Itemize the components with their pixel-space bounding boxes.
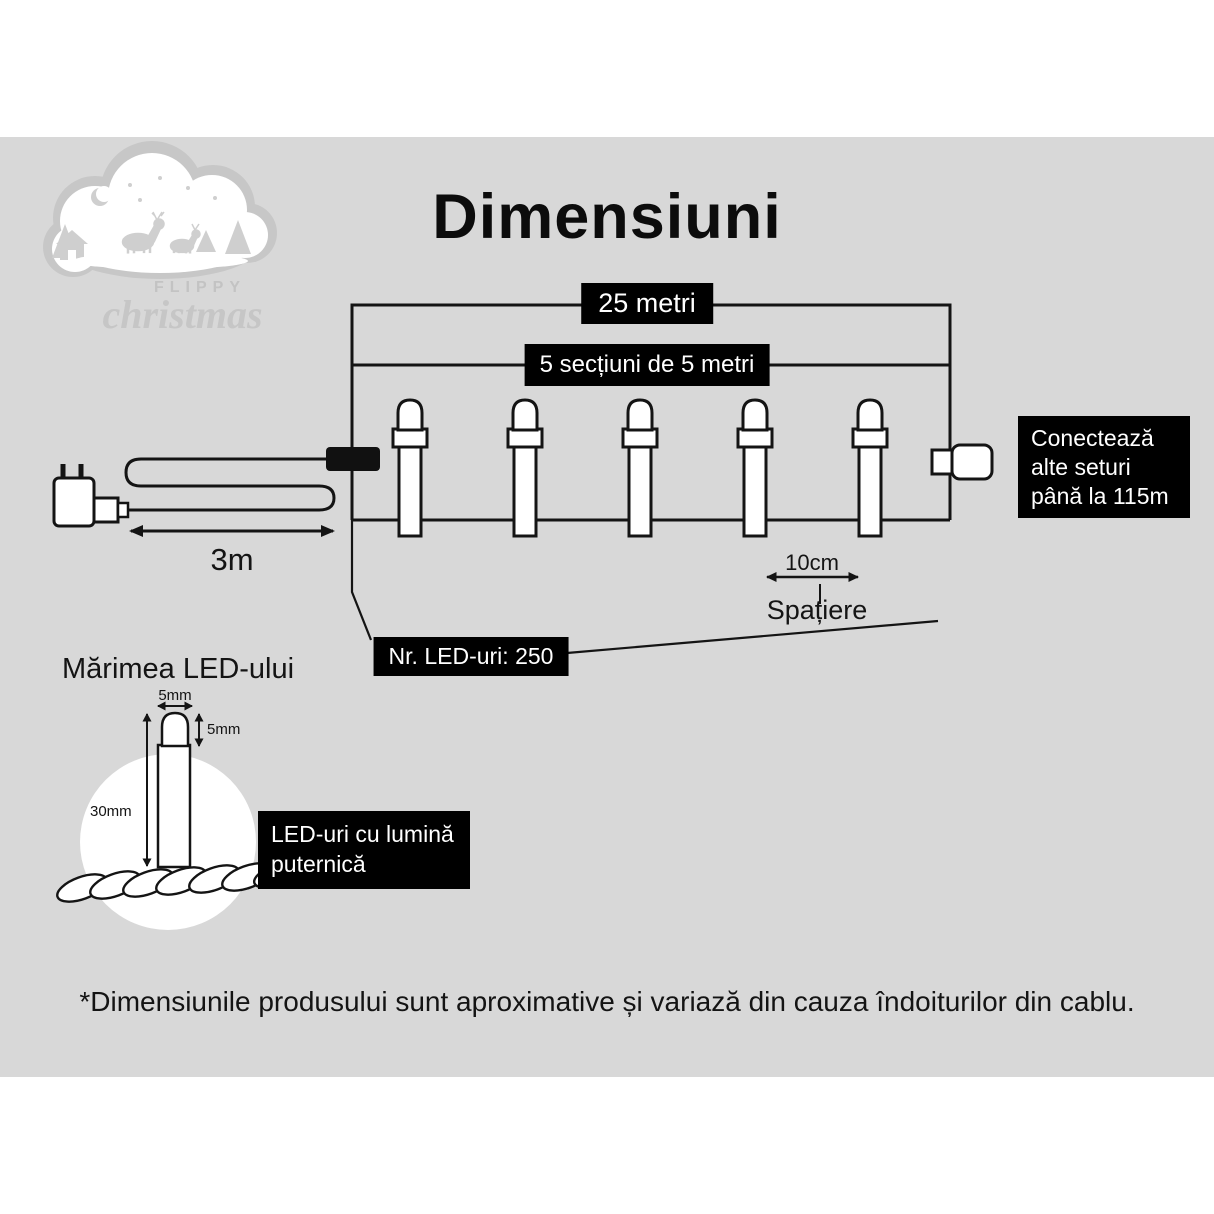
lead-length-label: 3m xyxy=(210,542,254,577)
inline-connector xyxy=(326,447,380,471)
led-count-leader-line xyxy=(350,520,939,655)
bulb-height-dimension: 5mm xyxy=(207,721,241,738)
spacing-arrow xyxy=(766,572,859,604)
lead-wire-coil xyxy=(124,457,336,512)
spacing-caption: Spațiere xyxy=(766,595,868,625)
total-length-label: 25 metri xyxy=(581,283,713,324)
led-detail-drawing xyxy=(156,711,192,869)
led-bulb xyxy=(621,398,659,538)
logo-cloud-illustration xyxy=(43,141,277,279)
logo-scene xyxy=(52,176,251,269)
page-title: Dimensiuni xyxy=(432,182,782,252)
sections-label: 5 secțiuni de 5 metri xyxy=(524,344,770,386)
footnote: *Dimensiunile produsului sunt aproximati… xyxy=(79,986,1135,1017)
power-plug-drawing xyxy=(52,464,130,528)
led-bulb xyxy=(736,398,774,538)
extension-note-label: Conectează alte seturi până la 115m xyxy=(1018,416,1190,519)
logo-brand-text: FLIPPY xyxy=(153,279,246,296)
led-size-heading: Mărimea LED-ului xyxy=(62,653,295,685)
led-count-label: Nr. LED-uri: 250 xyxy=(373,637,569,676)
led-brightness-note: LED-uri cu lumină puternică xyxy=(258,811,470,889)
led-height-dimension: 30mm xyxy=(90,803,132,820)
bulb-width-dimension: 5mm xyxy=(158,687,192,704)
led-bulb xyxy=(851,398,889,538)
spacing-value-label: 10cm xyxy=(785,550,839,575)
logo-script-text: christmas xyxy=(102,292,263,337)
end-connector xyxy=(930,443,994,481)
led-bulb xyxy=(506,398,544,538)
led-bulb xyxy=(391,398,429,538)
dimension-arrows xyxy=(142,701,204,867)
